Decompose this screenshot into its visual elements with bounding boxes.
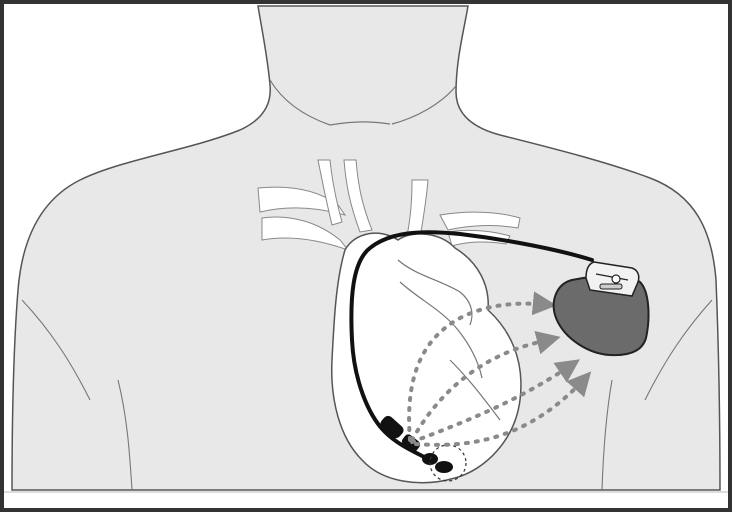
device-header-socket [600,284,622,289]
electrode-tip [435,461,453,473]
device-setscrew [612,275,620,283]
